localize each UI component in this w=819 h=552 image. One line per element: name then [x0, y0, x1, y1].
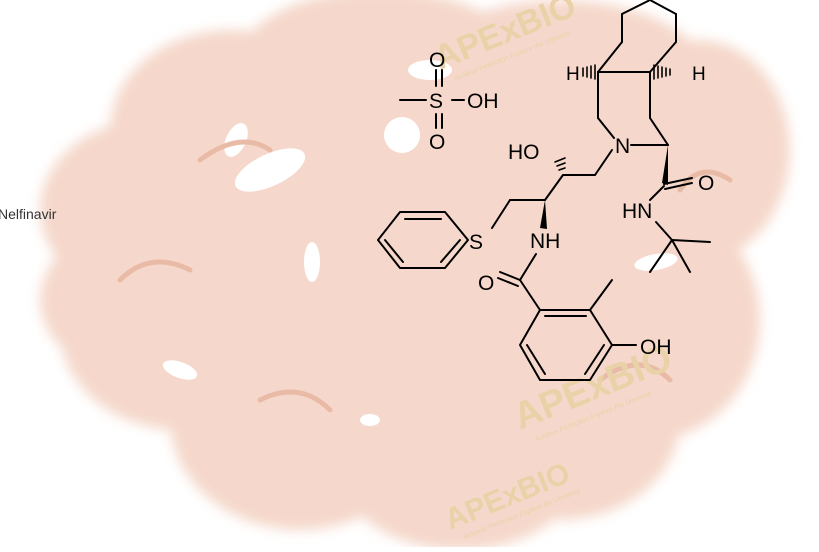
- watermark-cloud: APExBIO Achieve Perfection Explore the U…: [40, 0, 790, 550]
- bond: [491, 199, 511, 229]
- cloud-holes: [162, 60, 678, 426]
- chemical-structure: O S OH O H H: [377, 0, 714, 381]
- bond: [499, 271, 521, 281]
- atom-hn-amide: HN: [622, 200, 652, 223]
- hashed-bond-right: [653, 64, 671, 80]
- cloud-blob: [240, 0, 520, 130]
- bond: [589, 279, 613, 311]
- hash-line: [558, 167, 566, 171]
- hash-line: [556, 162, 566, 167]
- bond: [655, 221, 673, 241]
- atom-n-ring: N: [615, 135, 630, 158]
- bond: [671, 239, 691, 273]
- atom-nh-amide: NH: [530, 230, 560, 253]
- atom-o-amide-right: O: [698, 172, 714, 195]
- hash-line: [554, 157, 566, 163]
- atom-h-left: H: [566, 64, 580, 85]
- atom-h-right: H: [692, 64, 706, 85]
- methanesulfonic-acid: O S OH O: [399, 49, 499, 154]
- bond: [384, 239, 404, 263]
- bond: [597, 117, 615, 139]
- bond: [649, 117, 669, 146]
- cloud-shading: [117, 139, 733, 413]
- bond: [621, 0, 651, 15]
- cloud-hole: [304, 242, 320, 282]
- bond: [649, 185, 665, 201]
- bond: [597, 41, 623, 73]
- cloud-hole: [224, 123, 248, 157]
- decahydroisoquinoline: H H N: [566, 0, 706, 158]
- hydroxy-methylbenzamide: O OH: [478, 253, 672, 381]
- cloud-blobs: [40, 0, 790, 550]
- bond: [519, 253, 537, 281]
- cloud-blob: [40, 230, 200, 370]
- bond: [671, 239, 711, 243]
- ring-bonds: [377, 211, 469, 269]
- bond: [519, 279, 541, 311]
- atom-o-ms-bottom: O: [429, 131, 445, 154]
- atom-s-ms: S: [429, 90, 443, 113]
- wedge-bond: [540, 200, 547, 229]
- atom-oh-ms: OH: [467, 90, 499, 113]
- hashed-bond-hydroxyl: [554, 157, 566, 171]
- atom-o-amide-left: O: [478, 272, 494, 295]
- bond: [664, 182, 693, 190]
- bond: [594, 149, 613, 176]
- bond: [649, 239, 673, 273]
- atom-oh-phenol: OH: [640, 336, 672, 359]
- atom-ho: HO: [508, 141, 540, 164]
- bond: [440, 239, 461, 263]
- phenyl-ring: [377, 211, 469, 269]
- cloud-shade: [257, 389, 333, 413]
- bond: [584, 344, 605, 375]
- bond: [526, 344, 546, 375]
- atom-s-thioether: S: [469, 231, 483, 254]
- bond: [497, 277, 519, 287]
- cloud-hole: [162, 360, 198, 380]
- cloud-blob: [540, 200, 760, 440]
- atom-o-ms-top: O: [429, 49, 445, 72]
- central-chain: HO S NH: [469, 141, 613, 254]
- cloud-hole: [384, 117, 420, 153]
- bond: [663, 177, 693, 185]
- tert-butyl-amide: O HN: [622, 145, 714, 273]
- cloud-hole: [234, 148, 306, 192]
- compound-name: Nelfinavir: [0, 206, 57, 222]
- cloud-shade: [597, 362, 673, 383]
- cloud-shade: [117, 259, 193, 283]
- cloud-shade: [197, 139, 273, 163]
- hashed-bond-left: [582, 64, 596, 80]
- wedge-bond: [662, 145, 668, 185]
- cloud-hole: [360, 414, 380, 426]
- bond: [544, 174, 564, 201]
- bond: [649, 0, 677, 15]
